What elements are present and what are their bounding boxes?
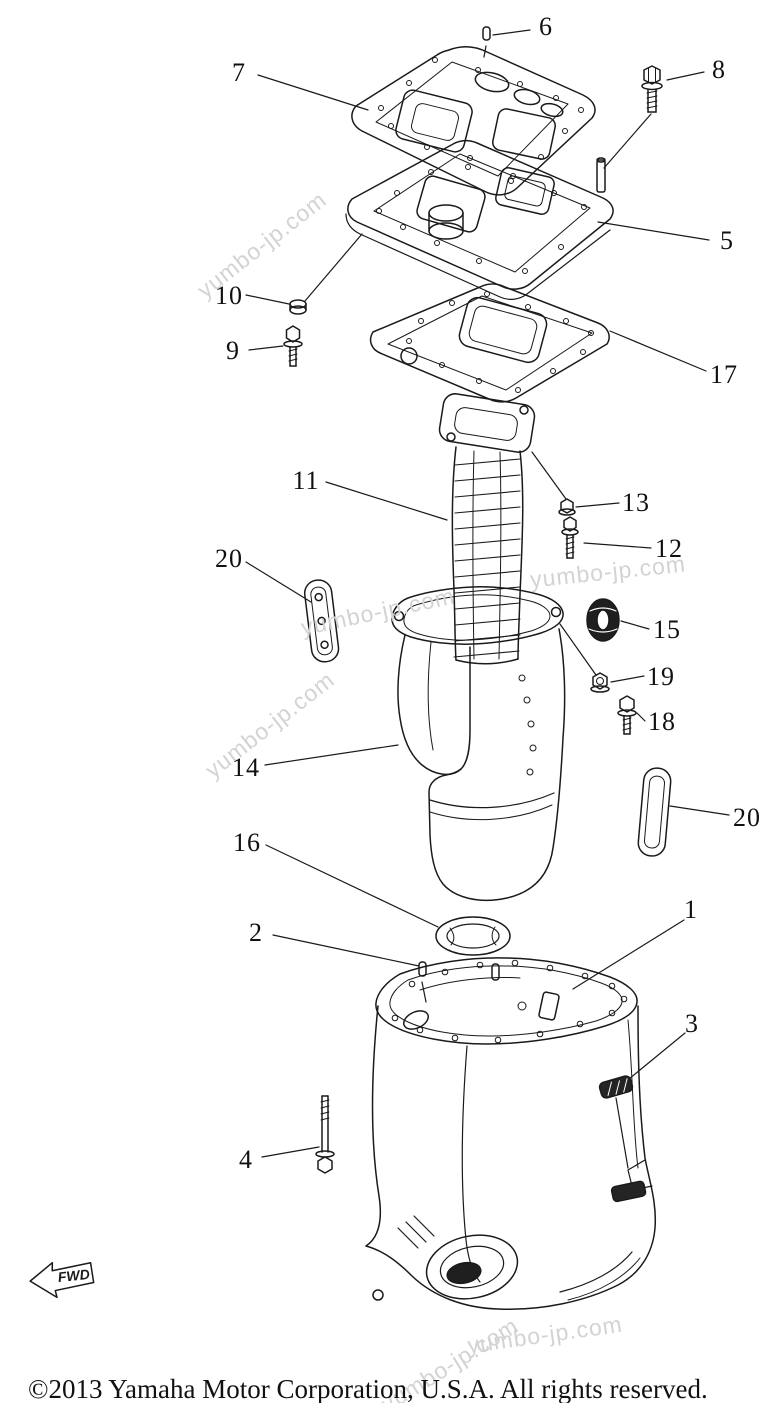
callout-20-left: 20 — [215, 544, 243, 573]
part-muffler-11 — [438, 393, 536, 665]
fwd-arrow: FWD — [29, 1261, 95, 1299]
callout-2: 2 — [249, 918, 263, 947]
part-damper-20-left — [303, 579, 340, 663]
part-bolt-4 — [315, 1095, 335, 1174]
callout-1: 1 — [684, 895, 698, 924]
callout-16: 16 — [233, 828, 261, 857]
callout-4: 4 — [239, 1145, 253, 1174]
callout-7: 7 — [232, 58, 246, 87]
part-nut-19 — [590, 672, 610, 693]
callout-18: 18 — [648, 707, 676, 736]
callout-3: 3 — [685, 1009, 699, 1038]
part-top-cover-7 — [351, 46, 596, 196]
callout-13: 13 — [622, 488, 650, 517]
callout-8: 8 — [712, 55, 726, 84]
leader-lines — [245, 29, 730, 1169]
part-casing-1 — [365, 957, 657, 1311]
part-bolt-12 — [561, 516, 579, 559]
callout-14: 14 — [232, 753, 260, 782]
part-nut-13 — [558, 498, 576, 516]
part-upper-casing-14 — [391, 586, 566, 902]
part-grommet-15 — [586, 598, 620, 642]
part-bolt-18 — [617, 695, 637, 735]
callout-10: 10 — [215, 281, 243, 310]
callout-17: 17 — [710, 360, 738, 389]
callout-12: 12 — [655, 534, 683, 563]
part-pin-2 — [418, 961, 427, 977]
part-anode-3 — [598, 1075, 634, 1099]
part-seal-16 — [435, 916, 511, 956]
callout-15: 15 — [653, 615, 681, 644]
callout-5: 5 — [720, 226, 734, 255]
part-exhaust-guide-5 — [345, 140, 614, 300]
fwd-label: FWD — [57, 1266, 90, 1285]
part-pin-6 — [482, 26, 491, 41]
callout-11: 11 — [292, 466, 320, 495]
part-washer-10 — [289, 299, 307, 315]
part-bolt-9 — [283, 325, 303, 367]
callout-6: 6 — [539, 12, 553, 41]
callout-9: 9 — [226, 336, 240, 365]
part-gasket-17 — [369, 283, 610, 403]
callout-19: 19 — [647, 662, 675, 691]
part-damper-20-right — [637, 767, 672, 857]
copyright-line: ©2013 Yamaha Motor Corporation, U.S.A. A… — [28, 1374, 708, 1403]
part-bolt-8 — [641, 65, 663, 113]
callout-20-right: 20 — [733, 803, 761, 832]
